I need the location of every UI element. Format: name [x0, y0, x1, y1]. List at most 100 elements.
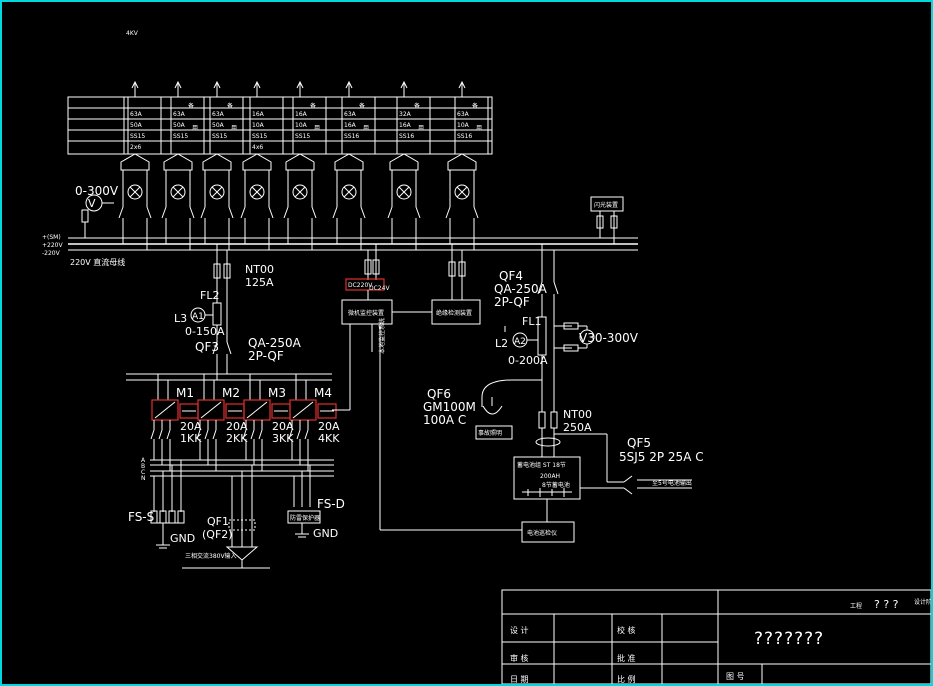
feeder-meter	[127, 184, 143, 200]
feeder-cell: 63A	[130, 111, 143, 118]
top-voltmeter-symbol: V	[88, 197, 96, 210]
spare-label: 用	[314, 125, 320, 132]
l2-label: L2	[495, 337, 508, 350]
feeder-cell: 10A	[457, 122, 470, 129]
feeder-cell: SS16	[344, 133, 359, 140]
module-label: M2	[222, 386, 240, 400]
feeder-table-columns: 63A50ASS152x663A50ASS15备用63A50ASS15备用16A…	[127, 97, 489, 154]
qf1-label: QF1	[207, 515, 229, 528]
tb-drawing-no: 图 号	[726, 672, 745, 681]
qf4-type: QA-250A	[494, 282, 548, 296]
flash-box-label: 闪光装置	[594, 201, 618, 209]
feeder-meter	[249, 184, 265, 200]
dc-bus: +(SM) +220V -220V 220V 直流母线	[42, 234, 638, 267]
bus-label-sm: +(SM)	[42, 234, 61, 241]
l3-label: L3	[174, 312, 187, 325]
battery-label-3: 8节蓄电池	[542, 481, 570, 489]
fl1-label: FL1	[522, 315, 541, 328]
spare-label: 用	[192, 125, 198, 132]
phase-c: C	[141, 469, 145, 476]
tb-date: 日 期	[510, 675, 529, 684]
battery-detect-label: 电池巡检仪	[527, 529, 557, 537]
ac-input-label: 三相交流380V输入	[185, 552, 237, 560]
breaker-qf3: QF3 QA-250A 2P-QF	[195, 336, 302, 380]
qf5-label: QF5	[627, 436, 651, 450]
qf1-alt: (QF2)	[202, 528, 233, 541]
feeder-branch	[200, 80, 234, 250]
bus-label-neg: -220V	[42, 250, 61, 257]
feeder-branch	[240, 80, 274, 250]
tb-project-name: ? ? ?	[874, 598, 899, 611]
fs-right-label: FS-D	[317, 497, 345, 511]
feeder-cell: 16A	[399, 122, 412, 129]
nt00-left-type: NT00	[245, 263, 274, 276]
a1-range: 0-150A	[185, 325, 225, 338]
spare-label: 备	[310, 102, 316, 110]
qf3-poles: 2P-QF	[248, 349, 284, 363]
feeder-meter	[292, 184, 308, 200]
feeder-cell: SS15	[173, 133, 188, 140]
breaker-qf1: QF1 (QF2) 三相交流380V输入	[182, 465, 270, 569]
feeder-cell: SS15	[295, 133, 310, 140]
dc220-box	[345, 278, 385, 291]
spare-label: 备	[227, 102, 233, 110]
module-kk: 2KK	[226, 432, 248, 445]
tb-check: 校 核	[617, 625, 636, 635]
surge-protector-left: FS-S GND	[128, 460, 195, 549]
ammeter-a1-group: FL2 L3 0-150A A1	[174, 289, 228, 342]
rectifier-output-bus	[126, 373, 332, 381]
nt00-right-rating: 250A	[563, 421, 592, 434]
nt00-left-rating: 125A	[245, 276, 274, 289]
module-rating: 20A	[180, 420, 202, 433]
gnd-right: GND	[313, 527, 338, 540]
right-fuse-nt00: NT00 250A	[535, 408, 608, 482]
a2-range: 0-200A	[508, 354, 548, 367]
monitor-box-label: 微机监控装置	[348, 309, 384, 317]
insulation-box-label: 绝缘检测装置	[436, 309, 472, 317]
feeder-cell: 63A	[344, 111, 357, 118]
feeder-branch	[283, 80, 317, 250]
comm-label: 本地监控系统	[378, 318, 386, 354]
surge-protector-right: FS-D 防雷保护器 GND	[287, 465, 345, 540]
tb-review: 审 核	[510, 653, 529, 663]
ammeter-a2-group: FL1 L2 0-200A A2 V30-300V	[495, 315, 639, 412]
feeder-meter	[209, 184, 225, 200]
qf4-label: QF4	[499, 269, 523, 283]
a1-symbol: A1	[192, 312, 204, 322]
top-label: 4KV	[126, 30, 139, 37]
module-kk: 4KK	[318, 432, 340, 445]
feeder-meter	[170, 184, 186, 200]
module-rating: 20A	[318, 420, 340, 433]
spare-label: 备	[414, 102, 420, 110]
phase-n: N	[141, 475, 146, 482]
feeder-cell: 50A	[212, 122, 225, 129]
module-rating: 20A	[226, 420, 248, 433]
feeder-meter	[396, 184, 412, 200]
breaker-qf4: QF4 QA-250A 2P-QF	[494, 244, 559, 412]
spare-label: 用	[363, 125, 369, 132]
tb-approve: 批 准	[617, 653, 636, 663]
feeder-cell: 2x6	[130, 144, 141, 151]
module-label: M3	[268, 386, 286, 400]
feeder-cell: SS15	[130, 133, 145, 140]
feeder-cell: 16A	[252, 111, 265, 118]
module-label: M4	[314, 386, 332, 400]
feeder-cell: SS16	[457, 133, 472, 140]
nt00-right-type: NT00	[563, 408, 592, 421]
qf3-label: QF3	[195, 340, 219, 354]
a2-symbol: A2	[514, 337, 526, 347]
tb-stage: 设计阶段	[914, 598, 931, 606]
feeder-cell: 63A	[173, 111, 186, 118]
feeder-cell: SS15	[212, 133, 227, 140]
feeder-cell: 63A	[212, 111, 225, 118]
left-fuse-nt00: NT00 125A	[213, 244, 274, 292]
feeder-branches	[118, 80, 479, 250]
spare-label: 备	[359, 102, 365, 110]
feeder-cell: 16A	[344, 122, 357, 129]
flash-device: 闪光装置	[590, 196, 624, 244]
